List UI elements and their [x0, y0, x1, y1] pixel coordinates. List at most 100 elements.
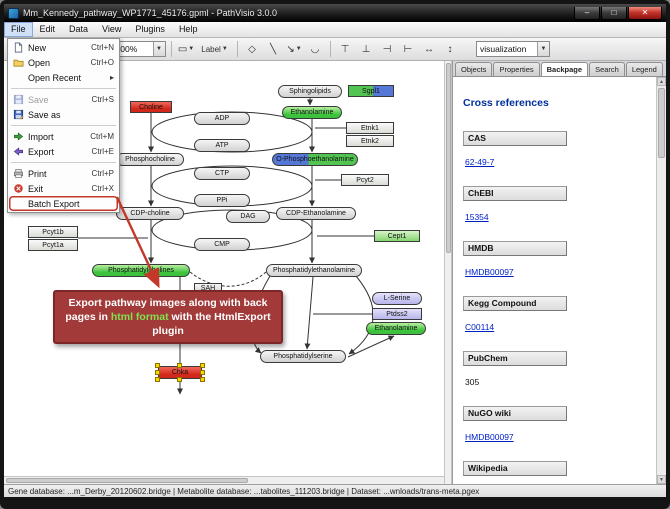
- pathway-node-pcyt1b[interactable]: Pcyt1b: [28, 226, 78, 238]
- xref-value[interactable]: 62-49-7: [465, 157, 495, 167]
- align-right-button[interactable]: ⊢: [403, 43, 413, 55]
- menu-plugins[interactable]: Plugins: [135, 24, 165, 34]
- align-bottom-button[interactable]: ⊥: [361, 43, 371, 55]
- pathway-node-phosphatidylserine[interactable]: Phosphatidylserine: [260, 350, 346, 363]
- xref-value[interactable]: HMDB00097: [465, 267, 514, 277]
- chevron-down-icon: ▼: [188, 46, 195, 52]
- chevron-down-icon: ▼: [537, 42, 549, 56]
- panel-scrollbar[interactable]: ▲ ▼: [656, 77, 666, 484]
- app-icon: [8, 7, 19, 19]
- pathway-node-atp[interactable]: ATP: [194, 139, 250, 152]
- pathway-node-phosphocholine[interactable]: Phosphocholine: [116, 153, 184, 166]
- align-top-button[interactable]: ⊤: [340, 43, 350, 55]
- pathway-node-choline[interactable]: Choline: [130, 101, 172, 113]
- chevron-down-icon: ▼: [152, 42, 165, 56]
- none-icon: [11, 72, 26, 84]
- menu-separator: [11, 85, 116, 89]
- selection-handle[interactable]: [177, 363, 182, 368]
- selection-handle[interactable]: [200, 377, 205, 382]
- pathway-node-ethanolamine-bottom[interactable]: Ethanolamine: [366, 322, 426, 335]
- pathvisio-app: Mm_Kennedy_pathway_WP1771_45176.gpml - P…: [4, 4, 666, 497]
- menu-help[interactable]: Help: [178, 24, 198, 34]
- section-header: NuGO wiki: [463, 406, 567, 421]
- distribute-horizontal-button[interactable]: ↔: [424, 43, 435, 55]
- pathway-node-ptdss2[interactable]: Ptdss2: [372, 308, 422, 320]
- scroll-up-icon[interactable]: ▲: [657, 77, 666, 86]
- menu-item-save-as[interactable]: Save as: [9, 107, 118, 122]
- zoom-select[interactable]: 100%▼: [111, 41, 166, 57]
- selection-handle[interactable]: [155, 363, 160, 368]
- pathway-node-phosphatidylcholines[interactable]: Phosphatidylcholines: [92, 264, 190, 277]
- tab-search[interactable]: Search: [589, 62, 625, 76]
- datanode-tool[interactable]: ▭▼: [177, 43, 195, 55]
- selection-handle[interactable]: [200, 363, 205, 368]
- menu-item-batch-export[interactable]: Batch Export: [9, 196, 118, 211]
- shape-tool[interactable]: ◇: [248, 43, 256, 55]
- tab-objects[interactable]: Objects: [455, 62, 493, 76]
- canvas-vertical-scrollbar[interactable]: [444, 61, 452, 484]
- visualization-select[interactable]: visualization▼: [476, 41, 550, 57]
- close-button[interactable]: ✕: [628, 6, 662, 20]
- distribute-vertical-button[interactable]: ↕: [447, 43, 453, 55]
- menu-file[interactable]: File: [4, 22, 33, 37]
- selection-handle[interactable]: [155, 377, 160, 382]
- selection-handle[interactable]: [155, 369, 160, 375]
- import-arrow-icon: [11, 131, 26, 143]
- backpage-section-cas: CAS 62-49-7: [463, 131, 652, 170]
- pathway-node-cept1[interactable]: Cept1: [374, 230, 420, 242]
- maximize-button[interactable]: □: [601, 6, 627, 20]
- arrow-tool[interactable]: ↘▼: [286, 43, 302, 55]
- tab-properties[interactable]: Properties: [493, 62, 540, 76]
- menu-item-open-recent[interactable]: Open Recent▸: [9, 70, 118, 85]
- label-tool[interactable]: Label▼: [201, 44, 228, 54]
- pathway-node-cdp-choline[interactable]: CDP-choline: [116, 207, 184, 220]
- xref-value[interactable]: HMDB00097: [465, 432, 514, 442]
- line-tool[interactable]: ╲: [270, 43, 277, 55]
- align-left-button[interactable]: ⊣: [382, 43, 392, 55]
- pathway-node-etnk2[interactable]: Etnk2: [346, 135, 394, 147]
- xref-value[interactable]: C00114: [465, 322, 495, 332]
- pathway-node-sphingolipids[interactable]: Sphingolipids: [278, 85, 342, 98]
- pathway-node-o-phosphoethanolamine[interactable]: O-Phosphoethanolamine: [272, 153, 358, 166]
- minimize-button[interactable]: –: [574, 6, 600, 20]
- pathway-node-ethanolamine-top[interactable]: Ethanolamine: [282, 106, 342, 119]
- canvas-horizontal-scrollbar[interactable]: [4, 476, 444, 484]
- tab-legend[interactable]: Legend: [625, 62, 663, 76]
- pathway-node-etnk1[interactable]: Etnk1: [346, 122, 394, 134]
- menu-data[interactable]: Data: [69, 24, 89, 34]
- pathway-node-cdp-ethanolamine[interactable]: CDP-Ethanolamine: [276, 207, 356, 220]
- selection-handle[interactable]: [200, 369, 205, 375]
- chevron-down-icon: ▼: [295, 46, 302, 52]
- section-header: CAS: [463, 131, 567, 146]
- pathway-node-cmp[interactable]: CMP: [194, 238, 250, 251]
- arc-tool[interactable]: ◡: [310, 43, 320, 55]
- pathway-node-l-serine[interactable]: L-Serine: [372, 292, 422, 305]
- selection-handle[interactable]: [177, 377, 182, 382]
- menu-edit[interactable]: Edit: [39, 24, 56, 34]
- pathway-node-ctp[interactable]: CTP: [194, 167, 250, 180]
- xref-value[interactable]: 15354: [465, 212, 489, 222]
- pathway-node-ppi[interactable]: PPi: [194, 194, 250, 207]
- pathway-node-dag[interactable]: DAG: [226, 210, 270, 223]
- title-bar[interactable]: Mm_Kennedy_pathway_WP1771_45176.gpml - P…: [4, 4, 666, 22]
- menu-bar: File Edit Data View Plugins Help: [4, 22, 666, 38]
- tab-backpage[interactable]: Backpage: [540, 62, 589, 77]
- pathway-node-pcyt1a[interactable]: Pcyt1a: [28, 239, 78, 251]
- pathway-node-adp[interactable]: ADP: [194, 112, 250, 125]
- window-title: Mm_Kennedy_pathway_WP1771_45176.gpml - P…: [23, 8, 277, 18]
- new-doc-icon: [11, 42, 26, 54]
- section-header: Wikipedia: [463, 461, 567, 476]
- pathway-node-pcyt2[interactable]: Pcyt2: [341, 174, 389, 186]
- menu-view[interactable]: View: [102, 24, 122, 34]
- pathway-node-phosphatidylethanolamine[interactable]: Phosphatidylethanolamine: [266, 264, 362, 277]
- pathway-node-sgpl1[interactable]: Sgpl1: [348, 85, 394, 97]
- scroll-down-icon[interactable]: ▼: [657, 475, 666, 484]
